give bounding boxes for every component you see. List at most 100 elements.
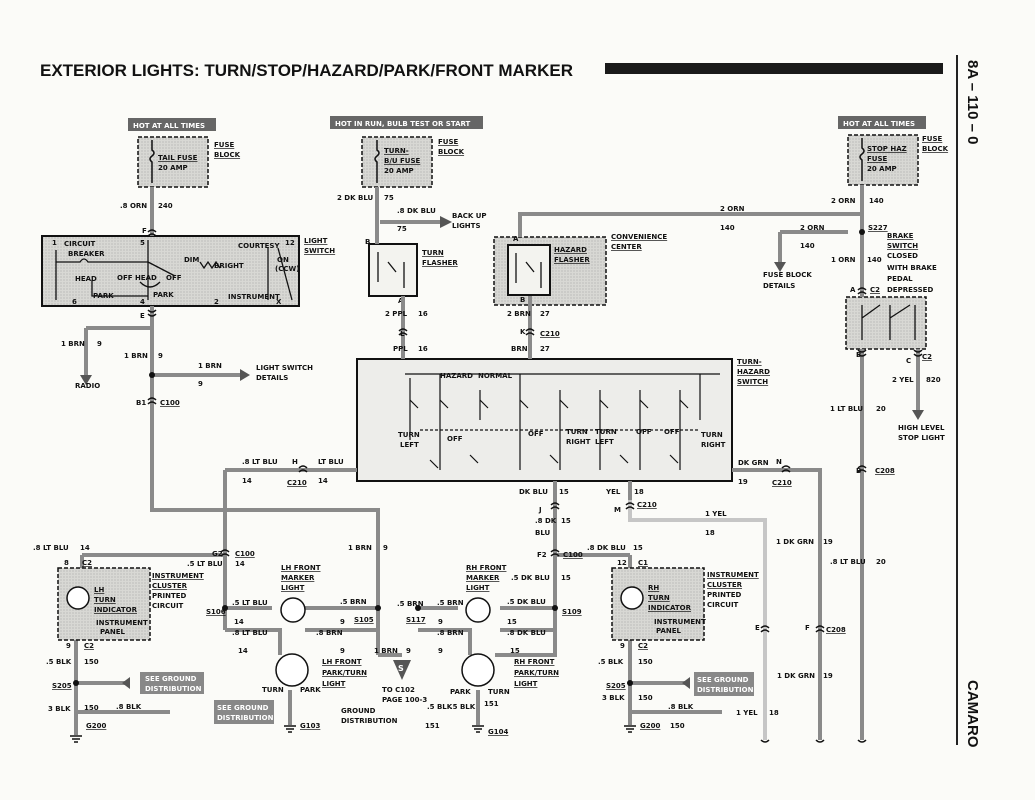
svg-text:16: 16 xyxy=(418,310,428,318)
hot-label-left: HOT AT ALL TIMES xyxy=(133,122,205,130)
ths-left-1: LEFT xyxy=(400,441,419,449)
svg-text:5: 5 xyxy=(140,239,145,247)
brake-switch-label-6: DEPRESSED xyxy=(887,286,933,294)
lh-cluster-label-2: CLUSTER xyxy=(152,582,188,590)
svg-text:BRN: BRN xyxy=(511,345,528,353)
light-switch-details-label-2: DETAILS xyxy=(256,374,288,382)
vehicle-name: CAMARO xyxy=(964,680,981,748)
svg-text:.8 BRN: .8 BRN xyxy=(316,629,343,637)
svg-text:15: 15 xyxy=(633,544,643,552)
svg-text:27: 27 xyxy=(540,310,550,318)
see-ground-box-2 xyxy=(214,700,274,724)
svg-text:G103: G103 xyxy=(300,722,320,730)
svg-text:3 BLK: 3 BLK xyxy=(602,694,625,702)
svg-text:K: K xyxy=(520,328,526,336)
svg-text:18: 18 xyxy=(705,529,715,537)
see-ground-label-2b: DISTRIBUTION xyxy=(217,714,274,722)
svg-text:X: X xyxy=(276,298,282,306)
ths-off-4: OFF xyxy=(664,428,680,436)
svg-text:1 BRN: 1 BRN xyxy=(348,544,372,552)
see-ground-label-3b: DISTRIBUTION xyxy=(697,686,754,694)
hot-label-center-box xyxy=(330,116,483,129)
turn-fuse-block-label-2: BLOCK xyxy=(438,148,465,156)
svg-text:140: 140 xyxy=(869,197,884,205)
svg-text:F: F xyxy=(142,227,147,235)
see-ground-box-3 xyxy=(694,672,754,696)
svg-text:E: E xyxy=(755,624,760,632)
turn-flasher-label: TURN xyxy=(422,249,444,257)
svg-text:1 DK GRN: 1 DK GRN xyxy=(777,672,815,680)
lh-front-marker-label: LH FRONT xyxy=(281,564,321,572)
pin-b-haz: B xyxy=(520,296,525,304)
svg-text:150: 150 xyxy=(84,658,99,666)
svg-text:DK GRN: DK GRN xyxy=(738,459,769,467)
brake-switch-label-5: PEDAL xyxy=(887,275,913,283)
turn-fuse-block-label: FUSE xyxy=(438,138,459,146)
rh-front-marker-label-3: LIGHT xyxy=(466,584,490,592)
svg-text:.8 BLK: .8 BLK xyxy=(116,703,142,711)
svg-text:C: C xyxy=(906,357,911,365)
svg-text:1 BRN: 1 BRN xyxy=(124,352,148,360)
rh-front-marker-label-2: MARKER xyxy=(466,574,500,582)
ls-ccw: (CCW) xyxy=(275,265,299,273)
lh-turn-indicator-bulb xyxy=(66,586,90,610)
svg-text:C210: C210 xyxy=(287,479,307,487)
ths-off-2: OFF xyxy=(528,430,544,438)
svg-text:A: A xyxy=(850,286,856,294)
svg-text:.5 BRN: .5 BRN xyxy=(437,599,464,607)
svg-text:2 BRN: 2 BRN xyxy=(507,310,531,318)
svg-text:M: M xyxy=(614,506,621,514)
brake-switch-contacts xyxy=(861,304,916,340)
light-switch-box xyxy=(41,235,300,307)
page-number: 8A – 110 – 0 xyxy=(964,60,981,145)
rh-indicator-label-2: TURN xyxy=(648,594,670,602)
svg-text:PPL: PPL xyxy=(393,345,408,353)
svg-text:20: 20 xyxy=(876,558,886,566)
svg-text:6: 6 xyxy=(72,298,77,306)
rh-front-marker-label: RH FRONT xyxy=(466,564,507,572)
lh-cluster-label-4: CIRCUIT xyxy=(152,602,184,610)
svg-text:S205: S205 xyxy=(52,682,72,690)
brake-switch-label-3: CLOSED xyxy=(887,252,918,260)
svg-text:G200: G200 xyxy=(86,722,106,730)
svg-text:.5 LT BLU: .5 LT BLU xyxy=(232,599,268,607)
svg-text:3 BLK: 3 BLK xyxy=(48,705,71,713)
svg-text:C2: C2 xyxy=(638,642,648,650)
turn-hazard-switch-box xyxy=(356,358,733,482)
rh-instrument-panel: INSTRUMENT xyxy=(654,618,706,626)
svg-text:14: 14 xyxy=(318,477,328,485)
lh-park: PARK xyxy=(300,686,321,694)
svg-text:9: 9 xyxy=(198,380,203,388)
svg-text:15: 15 xyxy=(510,647,520,655)
lh-indicator-label: LH xyxy=(94,586,104,594)
hot-label-right: HOT AT ALL TIMES xyxy=(843,120,915,128)
light-switch-label-2: SWITCH xyxy=(304,247,335,255)
svg-text:F: F xyxy=(805,624,810,632)
svg-text:14: 14 xyxy=(234,618,244,626)
turn-flasher-element xyxy=(377,252,405,288)
see-ground-label-1: SEE GROUND xyxy=(145,675,197,683)
lh-cluster-label: INSTRUMENT xyxy=(152,572,204,580)
svg-text:9: 9 xyxy=(158,352,163,360)
svg-text:140: 140 xyxy=(720,224,735,232)
svg-text:.8 ORN: .8 ORN xyxy=(120,202,147,210)
svg-text:S106: S106 xyxy=(206,608,226,616)
ths-turn-right-2: TURN xyxy=(701,431,723,439)
svg-text:27: 27 xyxy=(540,345,550,353)
rh-instrument-cluster-box xyxy=(611,567,705,641)
svg-text:15: 15 xyxy=(507,618,517,626)
svg-text:C2: C2 xyxy=(870,286,880,294)
svg-text:4: 4 xyxy=(140,298,145,306)
stop-haz-fuse-label: STOP HAZ xyxy=(867,145,907,153)
svg-text:9: 9 xyxy=(620,642,625,650)
title-bar xyxy=(605,63,943,74)
svg-text:F2: F2 xyxy=(537,551,547,559)
svg-text:14: 14 xyxy=(238,647,248,655)
ths-left-2: LEFT xyxy=(595,438,614,446)
svg-text:C210: C210 xyxy=(540,330,560,338)
svg-text:.5 LT BLU: .5 LT BLU xyxy=(187,560,223,568)
hazard-flasher-label: HAZARD xyxy=(554,246,587,254)
svg-text:15: 15 xyxy=(561,574,571,582)
